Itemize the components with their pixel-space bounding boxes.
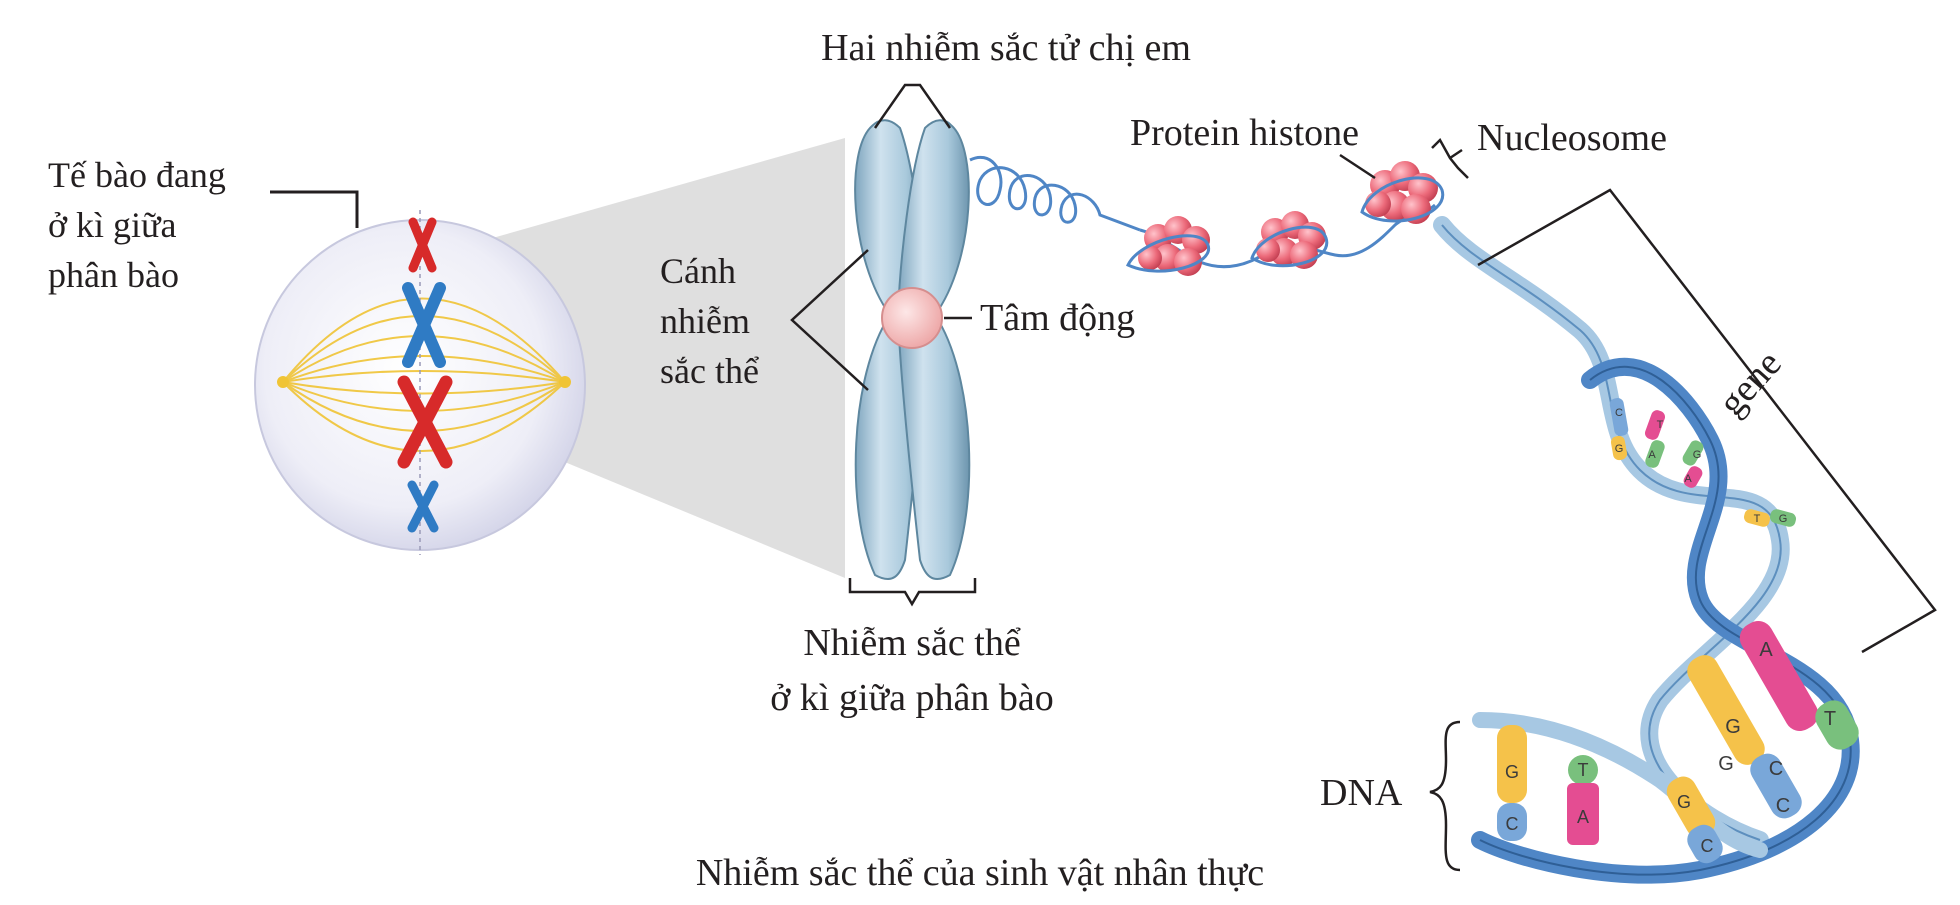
arm-label-line1: Cánh — [660, 251, 736, 291]
metaphase-chromosome — [854, 119, 971, 580]
base-label: T — [1824, 708, 1836, 730]
dna-brace — [1429, 720, 1461, 872]
figure-caption: Nhiễm sắc thể của sinh vật nhân thực — [696, 852, 1264, 894]
base-label: G — [1779, 513, 1788, 525]
dna-double-helix: C G T A G A T G G T A G — [1433, 216, 1860, 884]
base-label: C — [1769, 758, 1783, 780]
histone-leader — [1339, 153, 1376, 180]
metaphase-chromosome-label-line1: Nhiễm sắc thể — [803, 622, 1021, 664]
nucleosome-brace — [1431, 137, 1469, 179]
red-chromosome-top — [408, 217, 437, 273]
gene-label: gene — [1710, 343, 1789, 424]
sister-chromatids-label: Hai nhiễm sắc tử chị em — [821, 27, 1191, 69]
histone-label: Protein histone — [1130, 112, 1359, 154]
blue-chromosome-upper — [402, 282, 446, 368]
base-label: G — [1725, 716, 1741, 738]
cell-label-line — [270, 190, 359, 228]
base-label: T — [1754, 513, 1761, 525]
metaphase-chromosome-label-line2: ở kì giữa phân bào — [770, 677, 1053, 719]
base-label: A — [1648, 449, 1656, 461]
base-label: A — [1759, 639, 1773, 661]
upper-base-pairs: C G T A G A T G — [1609, 398, 1797, 527]
cell-label-line2: ở kì giữa — [48, 205, 177, 245]
nucleosome-2 — [1250, 211, 1329, 269]
base-label: G — [1693, 449, 1702, 461]
nucleosome-label: Nucleosome — [1477, 117, 1667, 159]
dna-label: DNA — [1320, 772, 1403, 814]
base-label: C — [1776, 795, 1790, 817]
base-label: C — [1506, 814, 1519, 834]
base-label: G — [1677, 792, 1691, 812]
arm-label-line3: sắc thể — [660, 351, 759, 391]
base-label: G — [1718, 753, 1734, 775]
base-label: T — [1657, 419, 1664, 431]
base-label: T — [1578, 760, 1589, 780]
gene-bracket — [1477, 188, 1937, 654]
zoom-cone — [415, 138, 845, 578]
metaphase-chromosome-brace — [848, 578, 977, 607]
base-label: C — [1615, 407, 1623, 419]
centromere-label: Tâm động — [980, 297, 1135, 339]
centromere — [881, 287, 943, 349]
cell-label-line1: Tế bào đang — [48, 155, 226, 195]
base-label: G — [1505, 762, 1519, 782]
chromatid-right — [896, 119, 971, 580]
nucleosome-1 — [1125, 216, 1210, 276]
base-label: C — [1701, 836, 1714, 856]
coiled-chromatin-fiber — [969, 155, 1141, 232]
sister-chromatids-bracket — [873, 83, 952, 129]
metaphase-cell — [254, 210, 586, 555]
cell-label-line3: phân bào — [48, 255, 179, 295]
blue-chromosome-bottom — [407, 480, 439, 533]
base-label: A — [1684, 473, 1692, 485]
red-chromosome-lower — [397, 375, 453, 469]
lower-base-pairs: G T A G C G C A T C G C — [1497, 621, 1859, 864]
arm-label-line2: nhiễm — [660, 301, 750, 341]
chromosome-arm-lines — [790, 249, 869, 391]
base-label: A — [1577, 807, 1589, 827]
base-label: G — [1615, 443, 1624, 455]
nucleosome-3 — [1360, 161, 1445, 224]
